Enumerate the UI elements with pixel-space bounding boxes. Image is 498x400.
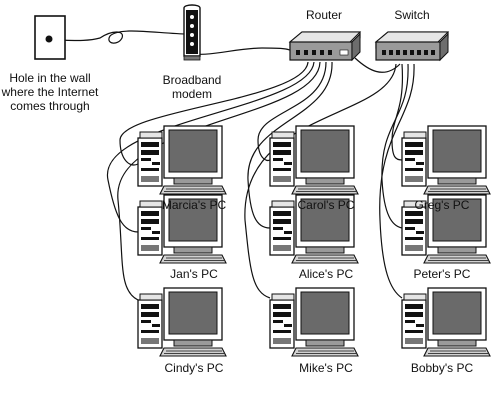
pc-carol-icon <box>269 125 359 195</box>
pc-cindy-icon <box>137 287 227 357</box>
pc-bobby-icon <box>401 287 491 357</box>
cable-mike <box>244 63 397 299</box>
pc-greg-icon <box>401 125 491 195</box>
cable-bobby <box>379 63 415 299</box>
modem-label-line-2: modem <box>171 87 212 101</box>
switch-icon <box>374 31 450 62</box>
wall-jack-label-line-2: where the Internet <box>1 85 99 99</box>
cable-wall-to-modem <box>48 30 189 44</box>
pc-label-marcia: Marcia's PC <box>161 198 227 212</box>
pc-marcia-icon <box>137 125 227 195</box>
pc-label-jan: Jan's PC <box>170 267 218 281</box>
router-icon <box>288 31 362 62</box>
cable-greg <box>391 63 404 161</box>
pc-label-peter: Peter's PC <box>413 267 471 281</box>
cable-modem-to-router <box>195 47 294 55</box>
switch-label: Switch <box>394 8 430 22</box>
pc-label-bobby: Bobby's PC <box>410 361 474 375</box>
pc-label-carol: Carol's PC <box>297 198 355 212</box>
pc-label-cindy: Cindy's PC <box>164 361 224 375</box>
wall-jack-label-line-1: Hole in the wall <box>9 71 91 85</box>
cables <box>48 30 415 301</box>
cable-cindy <box>117 61 321 301</box>
router-label: Router <box>305 8 343 22</box>
pc-label-greg: Greg's PC <box>414 198 470 212</box>
cable-peter <box>381 63 409 229</box>
wall-jack-label-line-3: comes through <box>10 99 90 113</box>
cable-marcia <box>119 61 309 166</box>
pc-label-mike: Mike's PC <box>299 361 353 375</box>
modem-label-line-1: Broadband <box>162 73 222 87</box>
cable-alice <box>247 61 333 229</box>
wall-jack-icon <box>34 15 66 60</box>
pc-label-alice: Alice's PC <box>298 267 354 281</box>
wall-jack-label: Hole in the wall where the Internet come… <box>0 71 100 113</box>
modem-label: Broadband modem <box>152 73 232 101</box>
modem-icon <box>183 4 201 61</box>
pc-mike-icon <box>269 287 359 357</box>
